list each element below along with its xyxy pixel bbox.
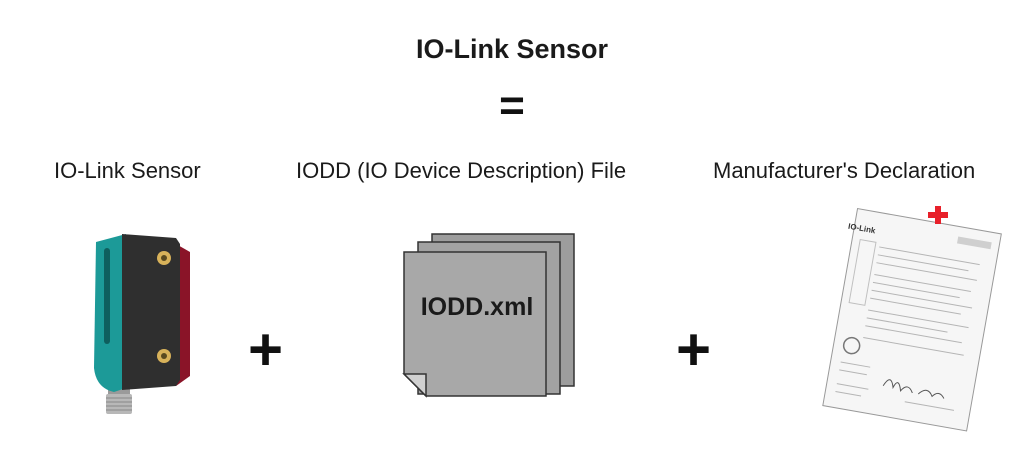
- equals-sign: =: [499, 81, 525, 130]
- sensor-label: IO-Link Sensor: [54, 158, 201, 183]
- iodd-file-label: IODD (IO Device Description) File: [296, 158, 627, 183]
- diagram-title: IO-Link Sensor: [415, 34, 609, 64]
- plus-sign-2: +: [676, 316, 712, 383]
- io-link-sensor-image: [94, 234, 190, 414]
- iodd-file-stack-image: [402, 233, 575, 398]
- plus-sign-1: +: [248, 316, 284, 383]
- manufacturers-declaration-image: [822, 206, 1002, 432]
- declaration-label: Manufacturer's Declaration: [713, 158, 976, 183]
- iodd-file-name: IODD.xml: [420, 293, 534, 321]
